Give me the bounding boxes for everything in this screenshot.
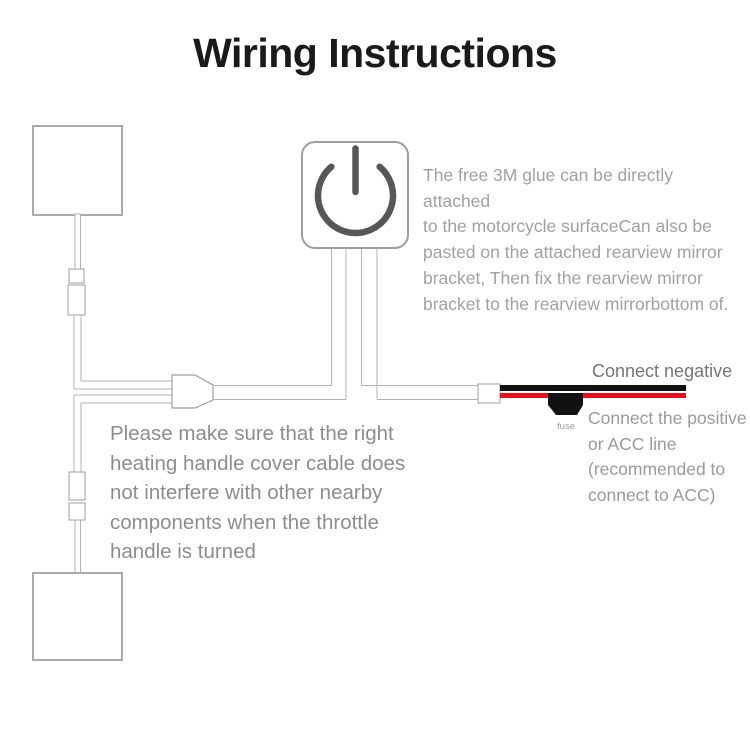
fuse-label: fuse bbox=[557, 421, 575, 432]
cable-top-to-splitter bbox=[73, 315, 172, 390]
cable-switch-to-power bbox=[361, 385, 478, 400]
power-icon bbox=[314, 145, 397, 237]
power-lead-junction bbox=[477, 383, 501, 404]
grip-wire-bottom bbox=[74, 519, 81, 575]
cable-splitter-to-switch bbox=[213, 385, 346, 400]
wire-connector-top-large bbox=[67, 284, 86, 316]
page-title: Wiring Instructions bbox=[193, 30, 557, 76]
cable-splitter-to-bottom bbox=[73, 394, 172, 472]
connect-negative-label: Connect negative bbox=[592, 361, 733, 381]
positive-wire bbox=[500, 393, 686, 398]
wire-connector-bottom-small bbox=[68, 502, 86, 521]
wire-connector-bottom-large bbox=[68, 471, 86, 501]
fuse-holder bbox=[548, 393, 583, 415]
switch-cable-right bbox=[361, 248, 378, 400]
connect-positive-label: Connect the positive or ACC line (recomm… bbox=[588, 408, 747, 506]
switch-cable-left bbox=[331, 248, 347, 400]
heating-pad-bottom bbox=[32, 572, 123, 661]
heating-pad-top bbox=[32, 125, 123, 216]
glue-note: The free 3M glue can be directly attache… bbox=[423, 165, 729, 314]
caution-note: Please make sure that the right heating … bbox=[110, 422, 406, 564]
negative-wire bbox=[500, 385, 686, 391]
grip-wire-top bbox=[74, 213, 81, 271]
y-splitter bbox=[171, 374, 214, 409]
wire-connector-top-small bbox=[68, 268, 85, 284]
